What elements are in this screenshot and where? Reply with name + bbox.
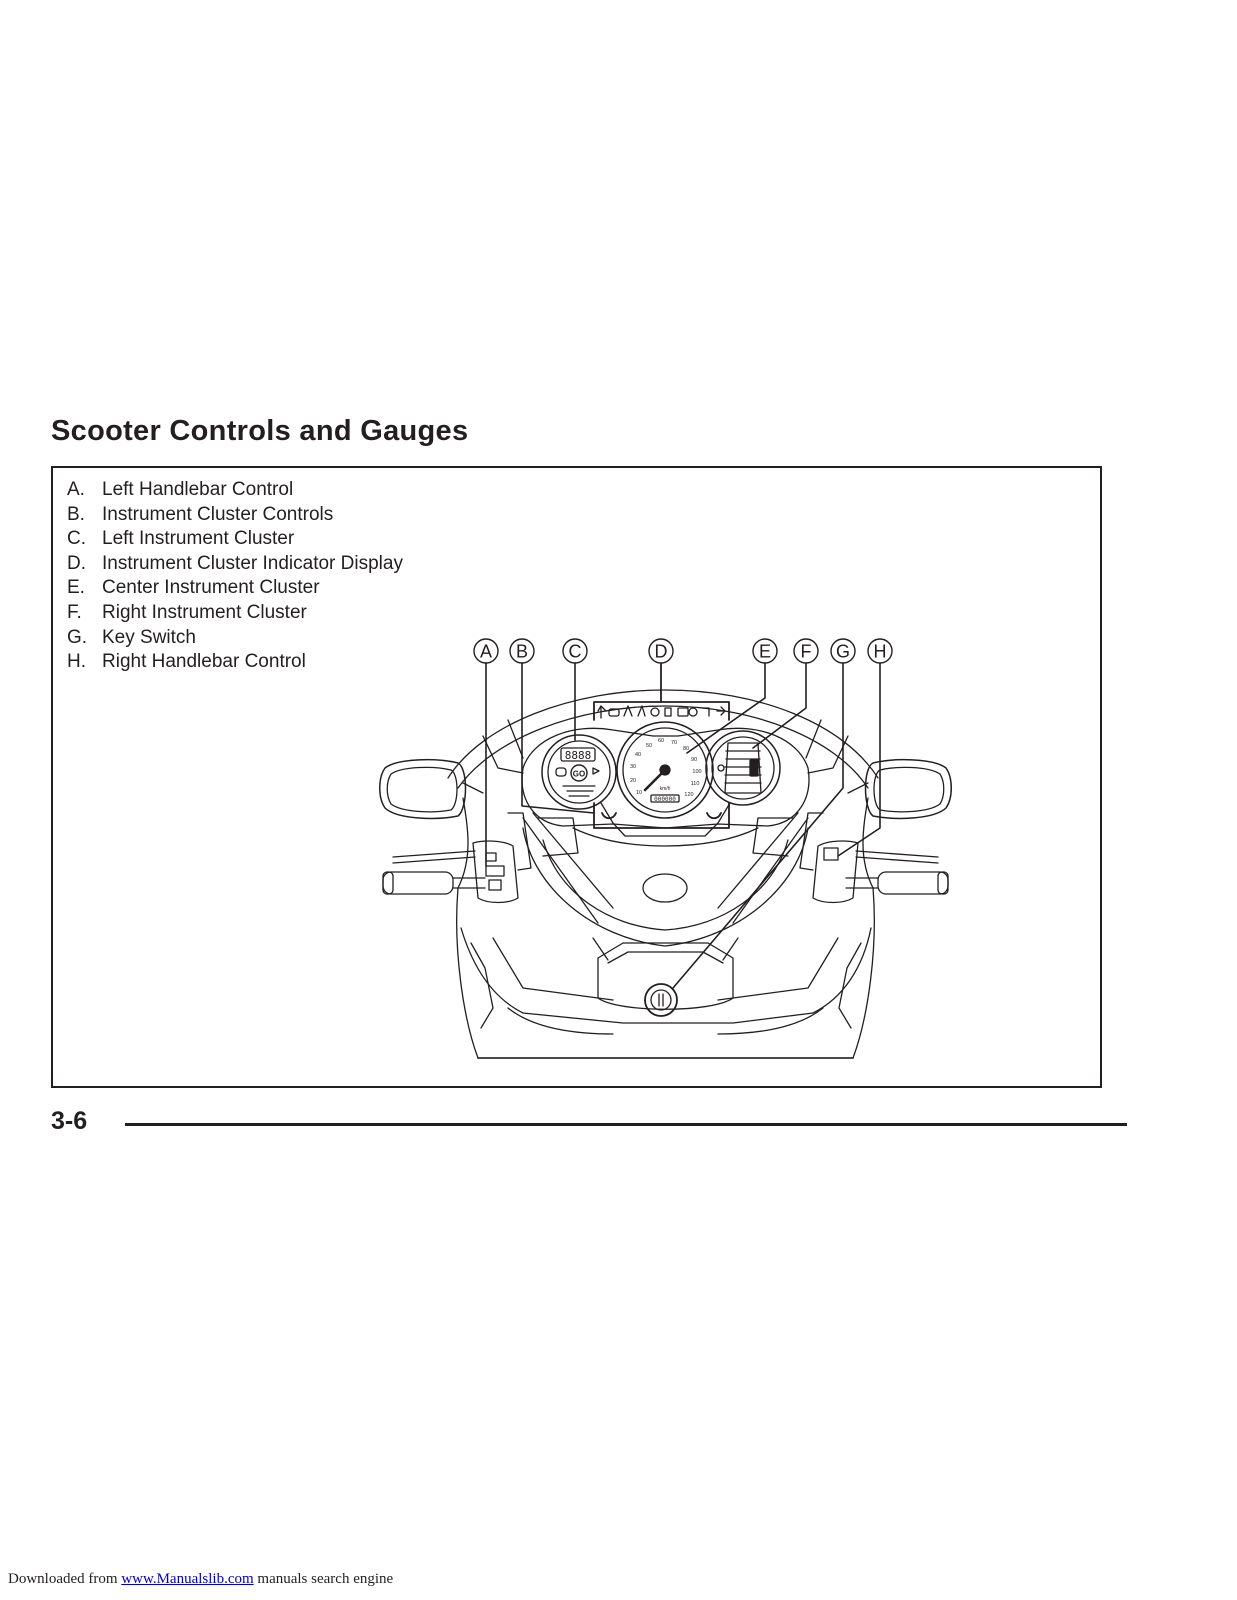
legend-list: A.Left Handlebar Control B.Instrument Cl… <box>67 478 403 675</box>
speed-tick: 90 <box>691 757 697 763</box>
callout-d: D <box>648 638 674 664</box>
svg-text:G: G <box>836 642 850 662</box>
right-handlebar <box>752 812 949 904</box>
legend-item: G.Key Switch <box>67 626 196 648</box>
speed-tick: 10 <box>636 790 642 796</box>
odometer: 000000 <box>654 796 676 803</box>
bracket-d <box>593 663 730 721</box>
speed-ticks: 10 20 30 40 50 60 70 80 90 100 110 120 <box>630 738 702 798</box>
callout-b: B <box>509 638 535 664</box>
leader-h <box>837 662 881 857</box>
speed-tick: 60 <box>658 738 664 744</box>
speed-tick: 50 <box>646 743 652 749</box>
page-title: Scooter Controls and Gauges <box>51 415 469 447</box>
bracket-b <box>593 802 730 829</box>
callout-g: G <box>830 638 856 664</box>
svg-text:D: D <box>655 642 668 662</box>
leader-f <box>752 662 807 749</box>
windshield-cowl <box>447 689 879 889</box>
speed-tick: 70 <box>671 740 677 746</box>
speed-tick: 100 <box>692 769 701 775</box>
right-instrument-cluster <box>705 730 781 806</box>
left-instrument-cluster: 8888 GO <box>541 734 617 810</box>
manualslib-link[interactable]: www.Manualslib.com <box>121 1571 254 1587</box>
legend-item: B.Instrument Cluster Controls <box>67 503 334 525</box>
svg-text:H: H <box>874 642 887 662</box>
legend-item: A.Left Handlebar Control <box>67 479 294 500</box>
leader-b <box>521 662 595 814</box>
callout-c: C <box>562 638 588 664</box>
callout-h: H <box>867 638 893 664</box>
page-number: 3-6 <box>51 1107 88 1135</box>
key-switch <box>644 983 678 1017</box>
footer-rule <box>125 1123 1127 1126</box>
leader-g <box>672 662 844 989</box>
legend-item: C.Left Instrument Cluster <box>67 528 295 550</box>
speed-tick: 30 <box>630 764 636 770</box>
scooter-illustration: 8888 GO 10 20 30 40 50 60 70 80 90 <box>379 638 952 1059</box>
left-display-digits: 8888 <box>565 749 592 762</box>
callouts: A B C D E F G H <box>473 638 893 664</box>
front-fairing <box>456 887 875 1059</box>
legend-item: H.Right Handlebar Control <box>67 651 306 673</box>
speedometer: 10 20 30 40 50 60 70 80 90 100 110 120 k… <box>616 721 714 819</box>
speed-unit: km/h <box>660 786 671 792</box>
right-mirror <box>847 758 952 820</box>
speed-tick: 80 <box>683 746 689 752</box>
leader-e <box>686 662 766 754</box>
go-indicator: GO <box>573 770 585 779</box>
callout-e: E <box>752 638 778 664</box>
gauge-housing <box>521 727 810 837</box>
svg-text:F: F <box>801 642 812 662</box>
leader-lines <box>485 662 881 989</box>
footer-prefix: Downloaded from <box>8 1571 122 1587</box>
speed-tick: 110 <box>691 781 700 787</box>
dash-panel <box>522 812 809 947</box>
figure-box: A.Left Handlebar Control B.Instrument Cl… <box>51 466 1102 1088</box>
svg-text:A: A <box>480 642 492 662</box>
footer-suffix: manuals search engine <box>253 1571 394 1587</box>
speed-tick: 40 <box>635 752 641 758</box>
svg-text:B: B <box>516 642 528 662</box>
callout-a: A <box>473 638 499 664</box>
legend-item: F.Right Instrument Cluster <box>67 601 307 623</box>
speed-tick: 20 <box>630 778 636 784</box>
left-handlebar <box>382 812 579 904</box>
svg-text:E: E <box>759 642 771 662</box>
legend-item: E.Center Instrument Cluster <box>67 577 320 599</box>
left-mirror <box>379 758 484 820</box>
download-footer: Downloaded from www.Manualslib.com manua… <box>8 1571 393 1588</box>
speed-tick: 120 <box>684 792 693 798</box>
callout-f: F <box>793 638 819 664</box>
svg-text:C: C <box>569 642 582 662</box>
legend-item: D.Instrument Cluster Indicator Display <box>67 552 403 574</box>
indicator-row <box>597 705 726 719</box>
